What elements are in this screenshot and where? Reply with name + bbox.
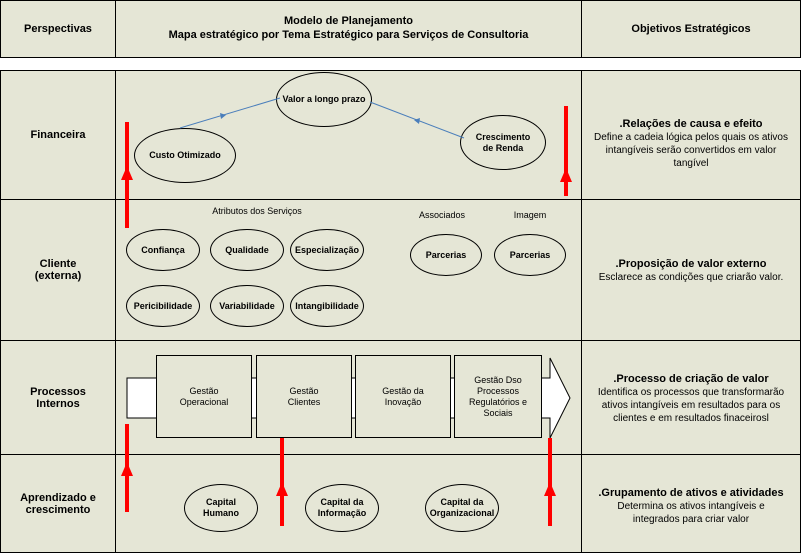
objective-financeira-desc: Define a cadeia lógica pelos quais os at… [593, 132, 788, 169]
ellipse-capital-organizacional-text: Capital da Organizacional [429, 497, 495, 518]
ellipse-valor-longo-prazo: Valor a longo prazo [276, 72, 372, 127]
process-box-2-text: Gestão Clientes [287, 385, 321, 407]
ellipse-especializacao-text: Especialização [294, 244, 360, 255]
ellipse-capital-humano: Capital Humano [184, 484, 258, 532]
objective-processos: .Processo de criação de valor Identifica… [581, 340, 801, 455]
perspective-aprendizado-label-1: Aprendizado e [20, 491, 96, 504]
objective-financeira: .Relações de causa e efeito Define a cad… [581, 70, 801, 200]
label-atributos-servicos: Atributos dos Serviços [212, 206, 302, 216]
header-objetivos: Objetivos Estratégicos [581, 0, 801, 58]
header-perspectivas: Perspectivas [0, 0, 116, 58]
process-box-gestao-operacional: Gestão Operacional [156, 355, 252, 438]
objective-aprendizado: .Grupamento de ativos e atividades Deter… [581, 454, 801, 553]
ellipse-intangibilidade-text: Intangibilidade [295, 300, 359, 311]
blue-arrowhead-1 [220, 113, 226, 119]
process-box-3-text: Gestão da Inovação [382, 385, 424, 407]
objective-cliente-desc: Esclarece as condições que criarão valor… [598, 272, 784, 283]
red-arrow-left-aprendizado [121, 424, 133, 512]
ellipse-valor-text: Valor a longo prazo [282, 94, 366, 104]
objective-cliente: .Proposição de valor externo Esclarece a… [581, 199, 801, 341]
ellipse-pericibilidade: Pericibilidade [126, 285, 200, 327]
ellipse-qualidade: Qualidade [210, 229, 284, 271]
perspective-aprendizado-label-2: crescimento [25, 503, 91, 516]
perspective-financeira-label: Financeira [30, 129, 86, 141]
ellipse-capital-informacao-text: Capital da Informação [317, 497, 367, 518]
objective-aprendizado-title: .Grupamento de ativos e atividades [598, 487, 784, 499]
red-arrow-middle-aprendizado [276, 438, 288, 526]
objective-cliente-title: .Proposição de valor externo [615, 258, 767, 270]
process-box-gestao-processos: Gestão Dso Processos Regulatórios e Soci… [454, 355, 542, 438]
ellipse-parcerias-imagem: Parcerias [494, 234, 566, 276]
label-associados: Associados [418, 210, 466, 220]
label-imagem: Imagem [513, 210, 547, 220]
perspective-processos-label-1: Processos [30, 385, 86, 398]
ellipse-intangibilidade: Intangibilidade [290, 285, 364, 327]
header-subtitle: Mapa estratégico por Tema Estratégico pa… [168, 29, 529, 41]
perspective-processos-label-2: Internos [36, 397, 80, 410]
objective-processos-desc: Identifica os processos que transformarã… [597, 387, 785, 424]
red-arrow-left-financeira [121, 122, 133, 228]
ellipse-capital-informacao: Capital da Informação [305, 484, 379, 532]
ellipse-parcerias-associados-text: Parcerias [425, 249, 467, 260]
perspective-cliente-label-2: (externa) [34, 270, 82, 282]
red-arrow-right-aprendizado [544, 438, 556, 526]
objective-financeira-title: .Relações de causa e efeito [619, 118, 763, 130]
ellipse-parcerias-associados: Parcerias [410, 234, 482, 276]
ellipse-confianca-text: Confiança [141, 244, 185, 255]
ellipse-qualidade-text: Qualidade [225, 244, 269, 255]
red-arrow-right-financeira [560, 106, 572, 196]
process-box-1-text: Gestão Operacional [179, 385, 229, 407]
ellipse-confianca: Confiança [126, 229, 200, 271]
ellipse-capital-humano-text: Capital Humano [203, 497, 239, 518]
blue-arrow-custo-to-valor [179, 97, 281, 129]
objective-aprendizado-desc: Determina os ativos intangíveis e integr… [617, 501, 765, 525]
perspective-cliente-label-1: Cliente [39, 258, 77, 270]
header-title: Modelo de Planejamento [284, 15, 413, 27]
ellipse-custo-text: Custo Otimizado [149, 150, 221, 160]
process-box-gestao-inovacao: Gestão da Inovação [355, 355, 451, 438]
header-perspectivas-text: Perspectivas [24, 23, 92, 35]
perspective-aprendizado: Aprendizado e crescimento [0, 454, 116, 553]
ellipse-especializacao: Especialização [290, 229, 364, 271]
header-objetivos-text: Objetivos Estratégicos [631, 23, 751, 35]
ellipse-custo-otimizado: Custo Otimizado [134, 128, 236, 183]
ellipse-variabilidade: Variabilidade [210, 285, 284, 327]
ellipse-variabilidade-text: Variabilidade [219, 300, 275, 311]
process-box-4-text: Gestão Dso Processos Regulatórios e Soci… [468, 374, 528, 418]
ellipse-crescimento-text: Crescimento de Renda [475, 131, 531, 153]
header-modelo: Modelo de Planejamento Mapa estratégico … [115, 0, 582, 58]
ellipse-capital-organizacional: Capital da Organizacional [425, 484, 499, 532]
perspective-financeira: Financeira [0, 70, 116, 200]
ellipse-pericibilidade-text: Pericibilidade [133, 300, 193, 311]
ellipse-crescimento-renda: Crescimento de Renda [460, 115, 546, 170]
perspective-processos: Processos Internos [0, 340, 116, 455]
blue-arrowhead-2 [414, 118, 420, 124]
objective-processos-title: .Processo de criação de valor [613, 373, 769, 385]
ellipse-parcerias-imagem-text: Parcerias [509, 249, 551, 260]
process-box-gestao-clientes: Gestão Clientes [256, 355, 352, 438]
